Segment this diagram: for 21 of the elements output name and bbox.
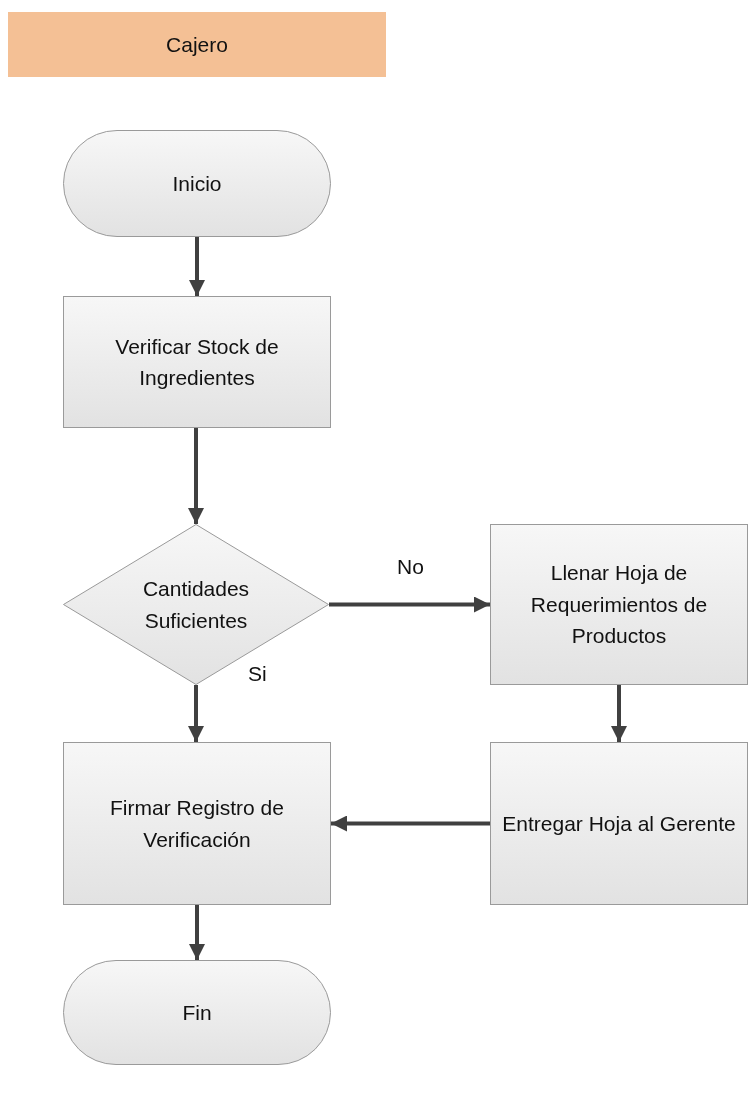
node-label: Cajero xyxy=(166,31,228,58)
node-label: Llenar Hoja de Requerimientos de Productos xyxy=(529,560,709,650)
node-label: Cantidades Suficientes xyxy=(141,576,251,634)
arrow xyxy=(188,428,204,524)
arrow xyxy=(329,596,490,613)
decision-diamond xyxy=(63,524,329,685)
arrow xyxy=(189,905,205,960)
process-box xyxy=(490,742,748,905)
lane-header xyxy=(8,12,386,77)
arrow xyxy=(611,685,627,742)
process-box xyxy=(63,742,331,905)
arrow xyxy=(189,237,205,296)
node-label: Firmar Registro de Verificación xyxy=(109,795,285,853)
arrow xyxy=(188,685,204,742)
arrow xyxy=(331,815,490,832)
process-box xyxy=(63,296,331,428)
node-label: Fin xyxy=(182,999,212,1026)
node-label: Verificar Stock de Ingredientes xyxy=(114,333,280,391)
process-box xyxy=(490,524,748,685)
node-label: Entregar Hoja al Gerente xyxy=(502,810,736,837)
node-label: Inicio xyxy=(172,170,222,197)
